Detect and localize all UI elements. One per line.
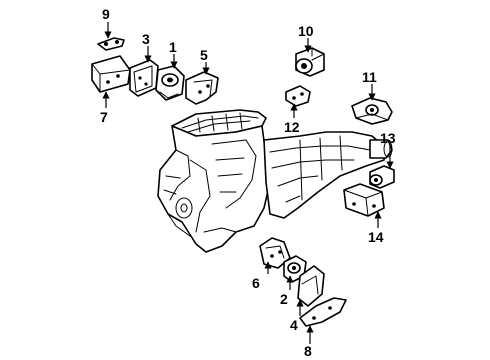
callout-6: 6 [252, 275, 260, 291]
leader-lines [102, 22, 394, 344]
part-9-bracket [97, 37, 125, 51]
callout-labels: 9 3 1 5 7 10 12 11 13 14 6 2 4 8 [100, 6, 396, 359]
part-7-bracket [91, 55, 131, 93]
callout-4: 4 [290, 317, 298, 333]
callout-8: 8 [304, 343, 312, 359]
callout-5: 5 [200, 47, 208, 63]
part-3-plate [129, 59, 159, 97]
engine-block [157, 109, 271, 253]
callout-7: 7 [100, 109, 108, 125]
part-11-bracket [351, 97, 393, 125]
part-10-mount [295, 47, 325, 77]
callout-2: 2 [280, 291, 288, 307]
callout-14: 14 [368, 229, 384, 245]
part-4-mount [297, 265, 325, 307]
part-6-bracket [259, 237, 291, 269]
part-14-mount [343, 183, 385, 217]
callout-13: 13 [380, 130, 396, 146]
part-5-bracket [185, 71, 219, 105]
part-13-insulator [369, 165, 395, 189]
callout-1: 1 [169, 39, 177, 55]
transmission [263, 131, 393, 219]
callout-9: 9 [102, 6, 110, 22]
callout-10: 10 [298, 23, 314, 39]
part-1-mount [155, 65, 185, 101]
part-12-bracket [285, 85, 311, 107]
callout-3: 3 [142, 31, 150, 47]
callout-11: 11 [362, 69, 377, 85]
callout-12: 12 [284, 119, 300, 135]
